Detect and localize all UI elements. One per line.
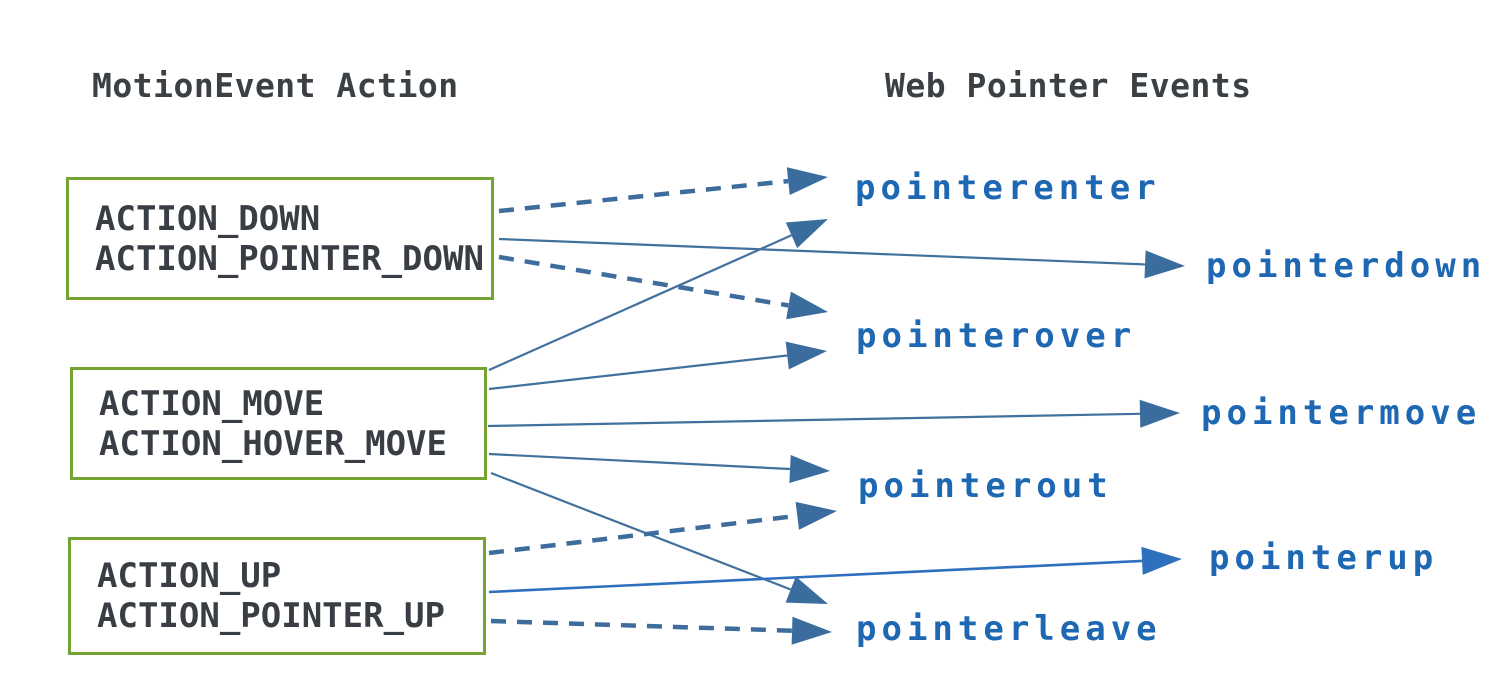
- column-title-motionevent-action: MotionEvent Action: [92, 66, 459, 105]
- pointer-event-label-pointermove: pointermove: [1201, 393, 1482, 433]
- arrow-line-down-to-pointerover-dashed: [498, 254, 789, 308]
- arrowhead-up-to-pointerout: [795, 501, 837, 530]
- action-label: ACTION_HOVER_MOVE: [99, 423, 447, 464]
- arrowhead-move-to-pointerleave: [785, 576, 828, 604]
- pointer-event-label-pointerenter: pointerenter: [855, 168, 1161, 208]
- arrow-line-up-to-pointerup-solid: [488, 559, 1143, 594]
- arrow-line-down-to-pointerenter-dashed: [498, 178, 789, 214]
- action-label: ACTION_DOWN: [95, 198, 321, 239]
- arrow-line-down-to-pointerdown-solid: [498, 237, 1146, 266]
- arrow-line-up-to-pointerout-dashed: [488, 513, 798, 556]
- arrow-line-move-to-pointerleave-solid: [490, 471, 792, 591]
- arrowhead-move-to-pointerenter: [785, 219, 828, 249]
- action-label: ACTION_MOVE: [99, 383, 325, 424]
- arrow-line-move-to-pointerout-solid: [488, 452, 791, 471]
- arrow-line-move-to-pointerover-solid: [488, 354, 788, 391]
- action-label: ACTION_UP: [97, 556, 282, 596]
- arrow-line-move-to-pointermove-solid: [487, 412, 1141, 428]
- arrowhead-down-to-pointerdown: [1144, 250, 1185, 279]
- action-label: ACTION_POINTER_UP: [97, 596, 445, 636]
- arrowhead-move-to-pointerover: [785, 341, 827, 370]
- arrowhead-up-to-pointerup: [1141, 546, 1182, 575]
- arrow-line-move-to-pointerenter-solid: [488, 234, 792, 372]
- arrowhead-up-to-pointerleave: [791, 616, 832, 645]
- arrowhead-move-to-pointermove: [1139, 399, 1180, 428]
- pointer-event-label-pointerup: pointerup: [1209, 538, 1439, 578]
- arrowhead-down-to-pointerenter: [786, 167, 828, 195]
- arrowhead-move-to-pointerout: [789, 455, 830, 483]
- pointer-event-label-pointerout: pointerout: [858, 466, 1113, 506]
- arrowhead-down-to-pointerover: [786, 291, 828, 320]
- column-title-web-pointer-events: Web Pointer Events: [885, 66, 1252, 105]
- pointer-event-label-pointerover: pointerover: [856, 316, 1137, 356]
- pointer-event-label-pointerdown: pointerdown: [1206, 246, 1487, 286]
- arrow-line-up-to-pointerleave-dashed: [490, 618, 793, 633]
- pointer-event-label-pointerleave: pointerleave: [856, 609, 1162, 649]
- action-label: ACTION_POINTER_DOWN: [95, 238, 484, 279]
